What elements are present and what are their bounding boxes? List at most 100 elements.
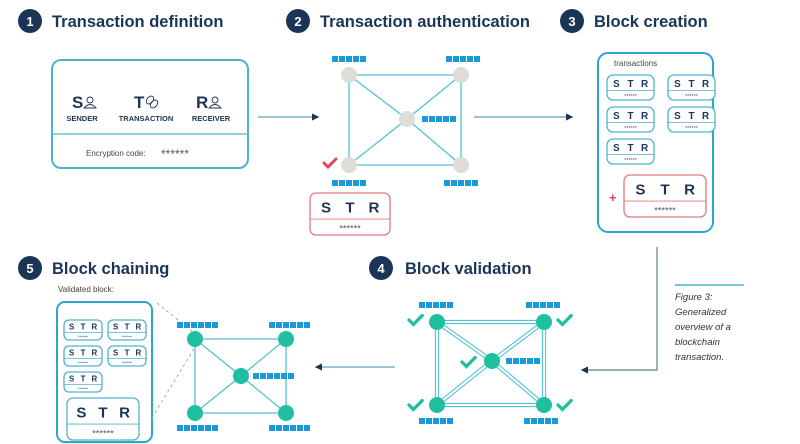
step-2-badge <box>286 9 310 33</box>
card-outline <box>667 106 716 133</box>
block-marker-segment <box>283 425 289 431</box>
check-icon <box>556 398 573 412</box>
network-node <box>341 157 357 173</box>
block-marker-segment <box>274 373 280 379</box>
card-letter-t: T <box>125 348 130 357</box>
block-marker-segment <box>533 302 539 308</box>
zoom-dashed-line <box>151 341 199 419</box>
card-outline <box>606 138 655 165</box>
block-marker-segment <box>177 425 183 431</box>
card-letter-s: S <box>69 348 74 357</box>
block-marker-segment <box>288 373 294 379</box>
block-marker-segment <box>433 418 439 424</box>
block-marker-segment <box>545 418 551 424</box>
block-marker-segment <box>191 322 197 328</box>
block-marker-segment <box>212 425 218 431</box>
zoom-dashed-line <box>156 302 199 337</box>
card-letter-r: R <box>702 111 709 122</box>
step-4-number: 4 <box>377 261 385 276</box>
block-marker-segment <box>290 322 296 328</box>
transaction-link-icon <box>145 95 159 109</box>
block-marker <box>253 373 294 379</box>
network-node <box>429 314 445 330</box>
network-node <box>278 331 294 347</box>
block-marker-segment <box>538 418 544 424</box>
block-marker-segment <box>269 425 275 431</box>
block-marker-segment <box>304 322 310 328</box>
card-letter-s: S <box>613 111 620 122</box>
card-letter-s: S <box>113 322 118 331</box>
card-code: ****** <box>685 126 699 132</box>
block-marker-segment <box>283 322 289 328</box>
caption-line: Figure 3: <box>675 292 713 303</box>
block-marker-segment <box>436 116 442 122</box>
card-letter-t: T <box>125 322 130 331</box>
sender-label: SENDER <box>66 114 98 123</box>
card-letter-r: R <box>92 374 98 383</box>
block-marker-segment <box>458 180 464 186</box>
block-marker-segment <box>332 56 338 62</box>
block-marker-segment <box>547 302 553 308</box>
step-3-title: Block creation <box>594 13 708 31</box>
block-marker-segment <box>360 56 366 62</box>
network-edge <box>194 375 242 414</box>
card-code: ****** <box>339 224 361 234</box>
block-marker-segment <box>346 180 352 186</box>
block-marker-segment <box>297 322 303 328</box>
network-node <box>399 111 415 127</box>
card-outline <box>63 345 103 367</box>
block-marker-segment <box>276 322 282 328</box>
block-marker <box>269 425 310 431</box>
network-node <box>536 314 552 330</box>
step-3-badge <box>560 9 584 33</box>
card-outline <box>107 345 147 367</box>
receiver-label: RECEIVER <box>192 114 231 123</box>
card-letter-t: T <box>81 322 86 331</box>
block-marker-segment <box>447 302 453 308</box>
network-node <box>484 353 500 369</box>
card-code: ****** <box>624 94 638 100</box>
block-marker-segment <box>467 56 473 62</box>
card-outline <box>606 74 655 101</box>
card-code: ****** <box>685 94 699 100</box>
network-edge <box>194 338 242 377</box>
validation-network <box>429 314 552 413</box>
card-letter-s: S <box>613 79 620 90</box>
network-edge <box>492 359 546 405</box>
network-edge <box>240 375 287 414</box>
transaction-box-outline <box>51 59 249 169</box>
caption-line: blockchain <box>675 337 720 348</box>
block-marker-segment <box>540 302 546 308</box>
block-marker-segment <box>339 56 345 62</box>
block-marker-segment <box>506 358 512 364</box>
network-node <box>536 397 552 413</box>
block-marker-segment <box>534 358 540 364</box>
card-code: ****** <box>78 360 89 365</box>
block-marker-segment <box>453 56 459 62</box>
network-node <box>341 67 357 83</box>
card-letter-r: R <box>92 322 98 331</box>
block-marker-segment <box>474 56 480 62</box>
card-letter-s: S <box>113 348 118 357</box>
network-node <box>187 331 203 347</box>
block-marker <box>419 418 453 424</box>
sender-person-icon <box>83 96 97 109</box>
step-1-badge <box>18 9 42 33</box>
step-3-header: 3 Block creation <box>560 9 708 33</box>
block-marker <box>446 56 480 62</box>
block-marker-segment <box>360 180 366 186</box>
block-marker-segment <box>419 302 425 308</box>
step-1-number: 1 <box>26 14 33 29</box>
block-marker-segment <box>443 116 449 122</box>
block-marker-segment <box>205 425 211 431</box>
block-marker-segment <box>554 302 560 308</box>
block-marker-segment <box>444 180 450 186</box>
step-2-header: 2 Transaction authentication <box>286 9 530 33</box>
